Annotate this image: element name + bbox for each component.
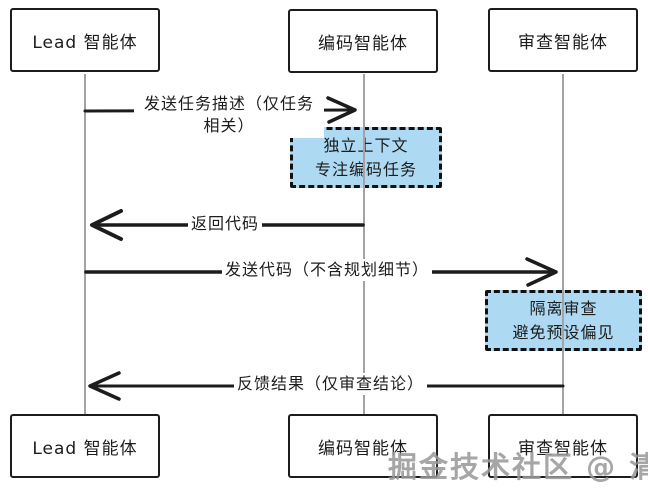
note-line: 独立上下文	[323, 136, 409, 156]
arrowhead-right-send-task	[326, 96, 357, 124]
actor-label: 编码智能体	[318, 33, 408, 54]
message-label-return-code: 返回代码	[188, 213, 263, 236]
actor-box-reviewer-bottom: 审查智能体	[488, 414, 638, 478]
actor-label: 审查智能体	[518, 438, 608, 459]
watermark-text: 掘金技术社区 @ 清沫	[388, 450, 648, 484]
actor-box-coder-bottom: 编码智能体	[288, 414, 438, 478]
actor-box-reviewer-top: 审查智能体	[488, 8, 638, 72]
message-label-send-code: 发送代码（不含规划细节）	[222, 259, 433, 282]
actor-box-lead-top: Lead 智能体	[10, 8, 160, 72]
actor-label: 审查智能体	[518, 32, 608, 53]
arrowhead-left-return-code	[90, 209, 123, 241]
actor-label: 编码智能体	[318, 438, 408, 459]
actor-label: Lead 智能体	[32, 438, 138, 459]
message-label-feedback: 反馈结果（仅审查结论）	[234, 373, 428, 396]
note-line: 专注编码任务	[314, 159, 417, 179]
actor-box-lead-bottom: Lead 智能体	[10, 414, 160, 478]
actor-box-coder-top: 编码智能体	[288, 9, 438, 73]
arrowhead-left-feedback	[88, 371, 121, 401]
message-label-send-task: 发送任务描述（仅任务相关）	[134, 93, 324, 138]
arrowhead-right-send-code	[525, 257, 558, 287]
actor-label: Lead 智能体	[32, 32, 138, 53]
